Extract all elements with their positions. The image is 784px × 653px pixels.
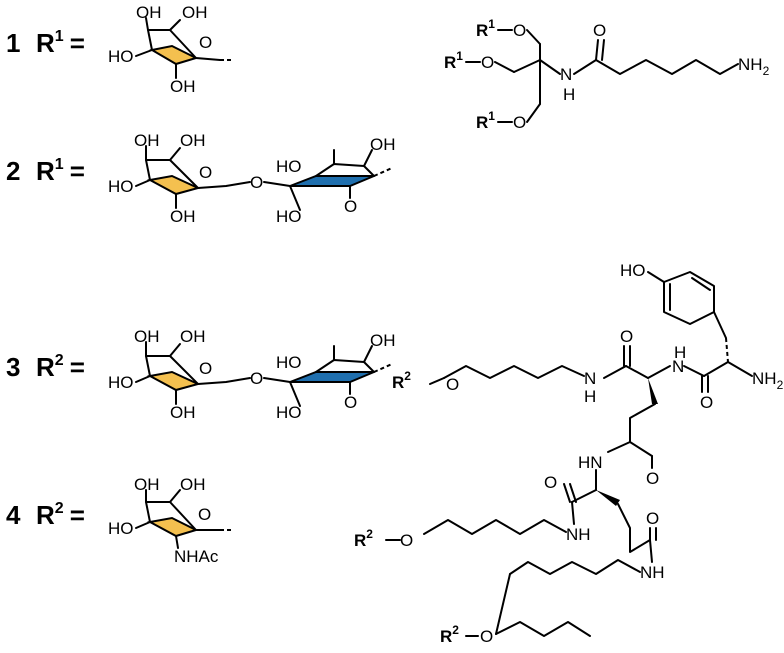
svg-text:OH: OH (134, 327, 160, 346)
tyr-glu-glu-peptide-scaffold: HO NH2 O N H O N H O R2 O (354, 261, 784, 646)
galactose-ring-face (147, 174, 201, 196)
svg-text:O: O (544, 473, 557, 492)
svg-text:O: O (481, 53, 494, 72)
svg-text:O: O (199, 163, 212, 182)
glucose-ring-face (289, 371, 375, 383)
svg-text:R1=: R1= (36, 28, 85, 58)
galactose-ring-face (149, 44, 199, 66)
svg-text:HO: HO (108, 373, 134, 392)
svg-text:HO: HO (108, 519, 134, 538)
svg-text:3: 3 (6, 352, 20, 382)
svg-text:NH: NH (640, 563, 665, 582)
svg-text:R2=: R2= (36, 500, 85, 530)
svg-text:R2: R2 (354, 527, 373, 550)
label-compound-4: 4 R2= (6, 500, 85, 530)
svg-text:R1: R1 (476, 17, 495, 40)
trivalent-amine-scaffold: R1 R1 R1 O O O N H O NH2 (444, 17, 770, 132)
svg-text:O: O (513, 113, 526, 132)
svg-text:OH: OH (170, 207, 196, 226)
svg-text:OH: OH (370, 331, 396, 350)
svg-text:R2: R2 (392, 369, 411, 392)
svg-text:O: O (446, 375, 459, 394)
svg-text:NHAc: NHAc (174, 547, 219, 566)
label-compound-1: 1 R1= (6, 28, 85, 58)
svg-text:OH: OH (182, 3, 208, 22)
glucose-ring-face (289, 175, 375, 187)
svg-text:HO: HO (276, 403, 302, 422)
svg-text:O: O (620, 327, 633, 346)
svg-text:OH: OH (134, 131, 160, 150)
svg-text:OH: OH (180, 475, 206, 494)
svg-text:O: O (400, 531, 413, 550)
svg-text:N: N (672, 357, 684, 376)
svg-text:HN: HN (578, 453, 603, 472)
svg-text:OH: OH (180, 327, 206, 346)
svg-text:OH: OH (170, 403, 196, 422)
svg-text:O: O (199, 33, 212, 52)
galactose-ring-face (147, 370, 201, 392)
svg-text:HO: HO (276, 157, 302, 176)
svg-text:2: 2 (6, 156, 20, 186)
galnac-4: OH OH HO O NHAc (108, 475, 234, 566)
svg-text:OH: OH (370, 135, 396, 154)
svg-text:OH: OH (180, 131, 206, 150)
svg-text:O: O (513, 21, 526, 40)
svg-text:O: O (646, 509, 659, 528)
svg-text:R1: R1 (444, 49, 463, 72)
svg-text:HO: HO (108, 47, 134, 66)
svg-text:O: O (344, 197, 357, 216)
svg-text:4: 4 (6, 500, 21, 530)
svg-text:HO: HO (620, 261, 646, 280)
lactose-2: OH OH HO O OH O HO OH O HO (108, 131, 396, 226)
svg-text:OH: OH (170, 77, 196, 96)
svg-text:O: O (480, 627, 493, 646)
svg-text:N: N (560, 65, 572, 84)
svg-text:O: O (700, 393, 713, 412)
svg-text:OH: OH (136, 3, 162, 22)
svg-text:HO: HO (108, 177, 134, 196)
svg-text:R2: R2 (440, 623, 459, 646)
galactose-ring-1: OH OH HO O OH (108, 3, 234, 96)
svg-text:HO: HO (276, 353, 302, 372)
svg-text:O: O (199, 359, 212, 378)
svg-text:NH2: NH2 (738, 55, 770, 78)
svg-text:HO: HO (276, 207, 302, 226)
svg-text:H: H (674, 343, 686, 362)
svg-text:R1: R1 (476, 109, 495, 132)
svg-text:OH: OH (134, 475, 160, 494)
svg-text:O: O (250, 173, 263, 192)
svg-text:H: H (563, 85, 575, 104)
lactose-3: OH OH HO O OH O HO OH O HO (108, 327, 396, 422)
label-compound-2: 2 R1= (6, 156, 85, 186)
svg-text:R2=: R2= (36, 352, 85, 382)
svg-text:O: O (646, 469, 659, 488)
svg-text:1: 1 (6, 28, 20, 58)
galactose-ring-face (147, 516, 199, 538)
svg-text:NH2: NH2 (752, 369, 784, 392)
svg-text:R1=: R1= (36, 156, 85, 186)
svg-text:O: O (593, 21, 606, 40)
svg-text:N: N (584, 369, 596, 388)
svg-text:O: O (198, 505, 211, 524)
label-compound-3: 3 R2= (6, 352, 85, 382)
svg-text:NH: NH (566, 525, 591, 544)
svg-text:O: O (344, 393, 357, 412)
svg-text:H: H (584, 387, 596, 406)
svg-text:O: O (250, 369, 263, 388)
